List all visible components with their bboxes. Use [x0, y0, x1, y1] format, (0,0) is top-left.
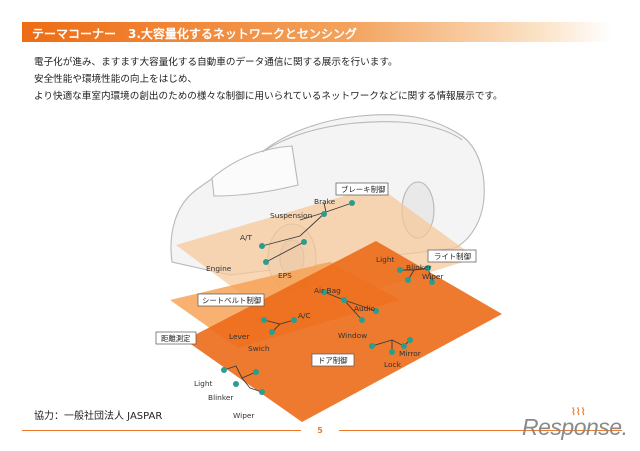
- car-windshield: [211, 145, 299, 197]
- tag-seatbelt-control-label: シートベルト制御: [202, 296, 261, 305]
- label-ac: A/C: [298, 311, 311, 320]
- response-watermark: Response.: [522, 414, 628, 440]
- label-eps: EPS: [278, 271, 292, 280]
- label-lever: Lever: [229, 332, 250, 341]
- credit-text: 協力：一般社団法人 JASPAR: [34, 411, 163, 422]
- tag-door-control: ドア制御: [311, 353, 355, 367]
- section-title: テーマコーナー 3.大容量化するネットワークとセンシング: [32, 27, 357, 41]
- node-wiper-bottom: [259, 389, 265, 395]
- intro-text: 電子化が進み、ますます大容量化する自動車のデータ通信に関する展示を行います。 安…: [34, 54, 503, 105]
- node-blinker-bottom: [233, 381, 239, 387]
- intro-line-1: 電子化が進み、ますます大容量化する自動車のデータ通信に関する展示を行います。: [34, 57, 398, 68]
- intro-line-2: 安全性能や環境性能の向上をはじめ、: [34, 74, 198, 85]
- label-wiper-bottom: Wiper: [233, 411, 255, 420]
- tag-distance-measure-label: 距離測定: [161, 334, 191, 343]
- label-window: Window: [338, 331, 367, 340]
- tag-door-control-label: ドア制御: [318, 356, 348, 365]
- tag-distance-measure: 距離測定: [155, 331, 197, 345]
- node-blinker-top: [425, 265, 431, 271]
- tag-brake-control: ブレーキ制御: [335, 182, 389, 196]
- node-center-top: [405, 277, 411, 283]
- label-light-top: Light: [376, 255, 395, 264]
- node-light-top: [397, 267, 403, 273]
- node-mirror: [407, 337, 413, 343]
- node-suspension: [321, 211, 327, 217]
- node-door-b: [401, 343, 407, 349]
- layer-bottom: [185, 241, 502, 422]
- node-door-a: [369, 343, 375, 349]
- tag-light-control: ライト制御: [427, 249, 477, 263]
- label-light-bottom: Light: [194, 379, 213, 388]
- tag-light-control-label: ライト制御: [434, 252, 471, 261]
- network-nodes: [221, 200, 435, 395]
- node-light-bottom: [221, 367, 227, 373]
- label-mirror: Mirror: [399, 349, 422, 358]
- response-logo-icon: ⌇⌇⌇: [571, 407, 586, 418]
- node-ac: [341, 297, 347, 303]
- node-audio: [373, 308, 379, 314]
- node-eps: [301, 239, 307, 245]
- tag-seatbelt-control: シートベルト制御: [197, 293, 265, 307]
- label-engine: Engine: [206, 264, 232, 273]
- label-lock: Lock: [384, 360, 402, 369]
- label-at: A/T: [240, 233, 253, 242]
- node-swich: [269, 329, 275, 335]
- node-window: [359, 317, 365, 323]
- node-wiper-top: [429, 279, 435, 285]
- node-brake: [349, 200, 355, 206]
- section-header-bar: テーマコーナー 3.大容量化するネットワークとセンシング: [22, 22, 612, 42]
- label-swich: Swich: [248, 344, 270, 353]
- page-number: 5: [301, 426, 339, 436]
- intro-line-3: より快適な車室内環境の創出のための様々な制御に用いられているネットワークなどに関…: [34, 91, 503, 102]
- node-at: [259, 243, 265, 249]
- node-airbag: [321, 289, 327, 295]
- car-roof: [261, 121, 463, 153]
- tag-brake-control-label: ブレーキ制御: [341, 185, 385, 194]
- label-airbag: Air Bag: [314, 286, 341, 295]
- label-wiper-top: Wiper: [422, 272, 444, 281]
- node-lever: [261, 317, 267, 323]
- label-brake: Brake: [314, 197, 336, 206]
- node-engine: [263, 259, 269, 265]
- node-seat: [291, 317, 297, 323]
- label-audio: Audio: [354, 304, 375, 313]
- label-blinker-top: Blinker: [406, 263, 432, 272]
- label-blinker-bottom: Blinker: [208, 393, 234, 402]
- node-lock: [389, 349, 395, 355]
- label-suspension: Suspension: [270, 211, 313, 220]
- node-bottom-mid: [253, 369, 259, 375]
